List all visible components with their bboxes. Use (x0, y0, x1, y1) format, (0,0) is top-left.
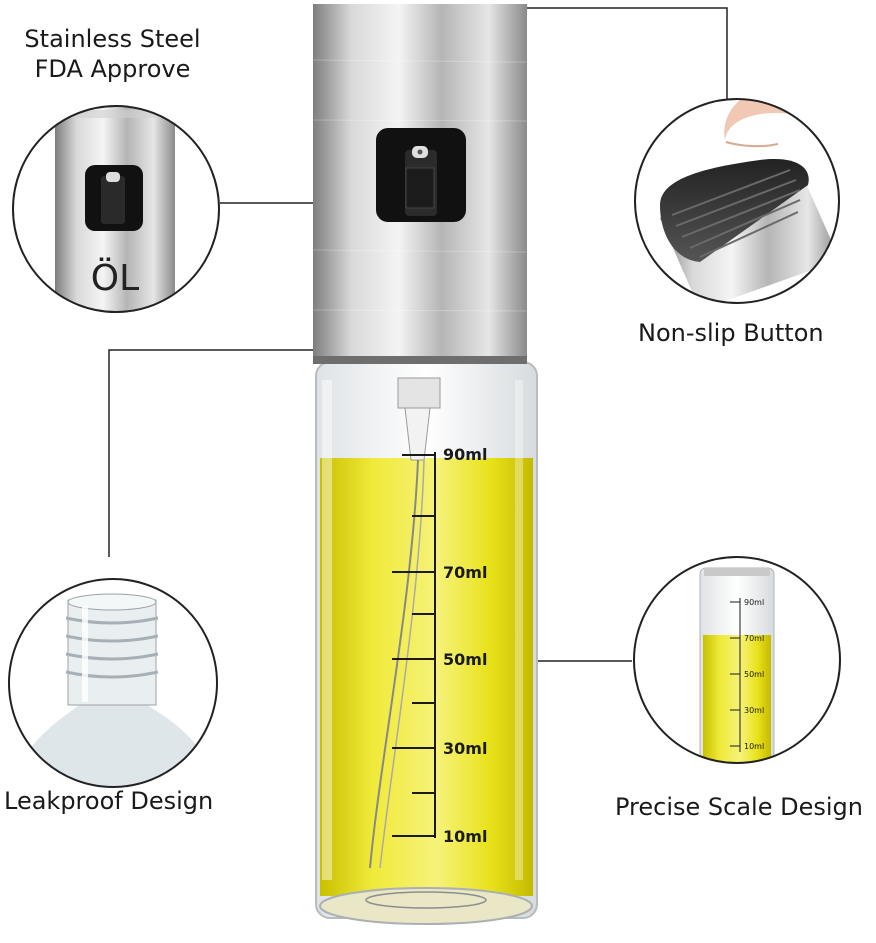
fda-approve-line2: FDA Approve (34, 55, 191, 83)
leakproof-detail-circle (8, 578, 218, 788)
scale-mark-30: 30ml (443, 739, 487, 758)
scale-detail-circle: 90ml 70ml 50ml 30ml 10ml (633, 556, 841, 764)
scale-mark-70: 70ml (443, 563, 487, 582)
cap-detail-circle: ÖL (12, 105, 220, 313)
scale-mark-90: 90ml (443, 445, 487, 464)
scale-mark-10: 10ml (443, 827, 487, 846)
connector-lines (108, 7, 728, 662)
cap-brand-text: ÖL (91, 257, 139, 299)
button-detail-circle (634, 98, 840, 304)
mini-scale-mark-10: 10ml (744, 742, 764, 751)
scale-ruler (392, 452, 436, 838)
oil-level (320, 458, 533, 896)
mini-scale-mark-70: 70ml (744, 634, 764, 643)
stainless-steel-label: Stainless Steel FDA Approve (20, 24, 205, 84)
stainless-steel-line1: Stainless Steel (24, 25, 201, 53)
scale-mark-50: 50ml (443, 650, 487, 669)
mini-scale-mark-90: 90ml (744, 598, 764, 607)
precise-scale-design-label: Precise Scale Design (615, 793, 863, 821)
mini-scale-mark-50: 50ml (744, 670, 764, 679)
non-slip-button-label: Non-slip Button (638, 319, 824, 347)
mini-scale-mark-30: 30ml (744, 706, 764, 715)
main-bottle: 90ml 70ml 50ml 30ml 10ml (312, 4, 538, 925)
leakproof-design-label: Leakproof Design (4, 787, 214, 815)
